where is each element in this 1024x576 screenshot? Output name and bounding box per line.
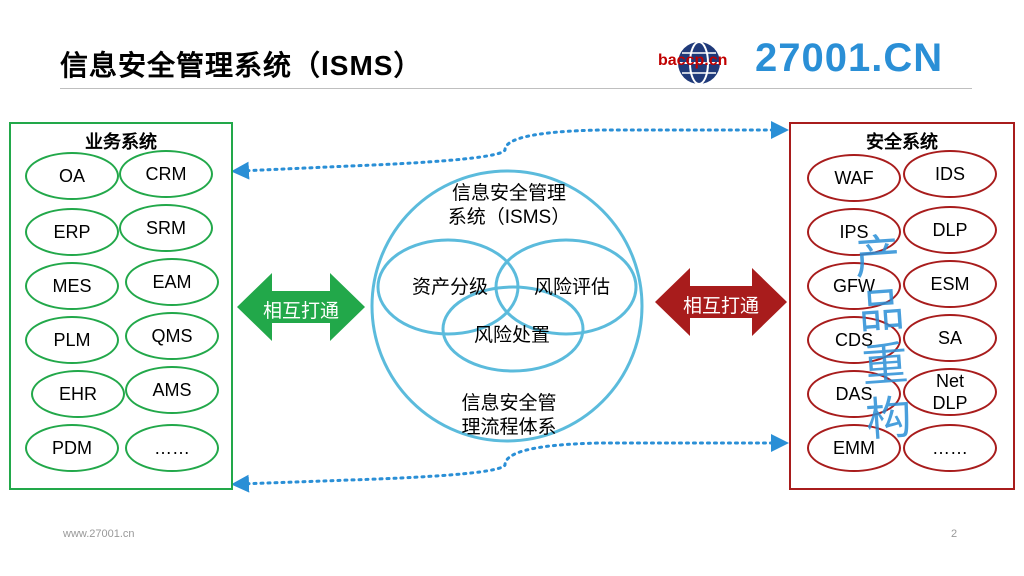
pill-security: …… (903, 424, 997, 472)
pill-security: IDS (903, 150, 997, 198)
title-divider (60, 88, 972, 89)
logo-27001: 27001.CN (755, 36, 944, 80)
right-double-arrow (655, 268, 787, 336)
pill-business: PDM (25, 424, 119, 472)
circle-risk-treatment (441, 285, 585, 373)
center-right-label: 风险评估 (533, 277, 610, 298)
outer-isms-circle (370, 169, 644, 443)
logo-baccp: baccp.cn (658, 52, 728, 69)
center-flow-label: 信息安全管理流程体系 (461, 393, 557, 438)
pill-security: IPS (807, 208, 901, 256)
pill-business: MES (25, 262, 119, 310)
top-dotted-connector (231, 121, 789, 180)
center-bottom-label: 风险处置 (473, 325, 550, 346)
footer-url: www.27001.cn (63, 528, 135, 540)
pill-business: SRM (119, 204, 213, 252)
pill-security: WAF (807, 154, 901, 202)
globe-icon (678, 41, 720, 85)
left-double-arrow (237, 273, 365, 341)
pill-business: …… (125, 424, 219, 472)
security-systems-panel: 安全系统 WAF IDS IPS DLP GFW ESM CDS SA DAS … (789, 122, 1015, 490)
bottom-dotted-connector (231, 434, 789, 493)
pill-security: EMM (807, 424, 901, 472)
pill-security: DAS (807, 370, 901, 418)
page-number: 2 (951, 528, 958, 540)
pill-business: ERP (25, 208, 119, 256)
page-title: 信息安全管理系统（ISMS） (60, 50, 423, 81)
business-systems-panel: 业务系统 OA CRM ERP SRM MES EAM PLM QMS EHR … (9, 122, 233, 490)
center-left-label: 资产分级 (411, 277, 488, 298)
right-arrow-label: 相互打通 (682, 296, 759, 317)
pill-security: DLP (903, 206, 997, 254)
pill-security: SA (903, 314, 997, 362)
pill-business: AMS (125, 366, 219, 414)
center-top-label: 信息安全管理系统（ISMS） (447, 183, 571, 228)
pill-business: PLM (25, 316, 119, 364)
pill-security: CDS (807, 316, 901, 364)
business-systems-title: 业务系统 (85, 132, 157, 152)
pill-business: CRM (119, 150, 213, 198)
security-systems-title: 安全系统 (866, 132, 938, 152)
pill-business: OA (25, 152, 119, 200)
left-arrow-label: 相互打通 (262, 301, 339, 322)
pill-security: GFW (807, 262, 901, 310)
pill-security: Net DLP (903, 368, 997, 416)
pill-business: EHR (31, 370, 125, 418)
pill-security: ESM (903, 260, 997, 308)
pill-business: EAM (125, 258, 219, 306)
pill-business: QMS (125, 312, 219, 360)
